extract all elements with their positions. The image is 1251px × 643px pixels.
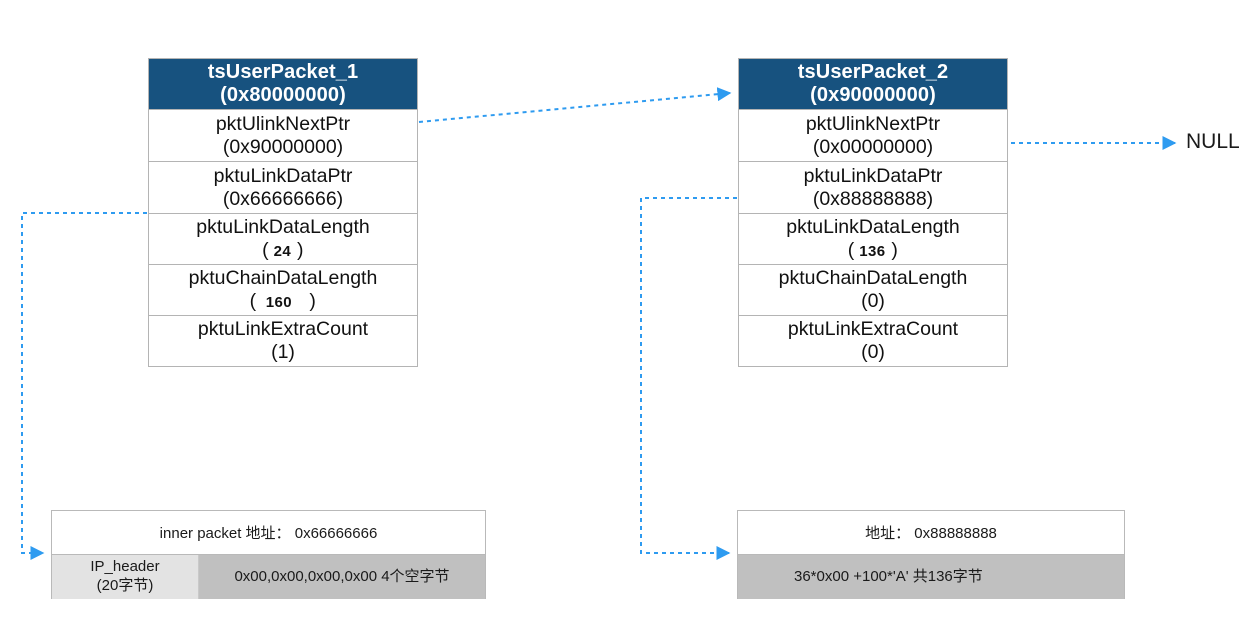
connector-packet2-dataptr-to-buffer2 [640, 197, 737, 560]
buffer-segment-payload: 36*0x00 +100*'A' 共136字节 [738, 555, 1124, 599]
field-name: pktUlinkNextPtr [805, 112, 941, 135]
struct-field-pktuLinkDataPtr: pktuLinkDataPtr (0x66666666) [149, 161, 417, 213]
field-value: (0x66666666) [222, 187, 344, 210]
struct-field-pktuLinkDataLength: pktuLinkDataLength ( 136 ) [739, 213, 1007, 264]
segment-line1: 36*0x00 +100*'A' 共136字节 [794, 567, 983, 585]
field-name: pktuLinkExtraCount [197, 318, 369, 341]
struct-field-pktuLinkExtraCount: pktuLinkExtraCount (0) [739, 315, 1007, 366]
field-name: pktuLinkDataPtr [213, 164, 353, 187]
field-value: (0x00000000) [812, 135, 934, 158]
segment-line2: (20字节) [96, 577, 154, 594]
field-name: pktuChainDataLength [778, 267, 968, 290]
field-name: pktUlinkNextPtr [215, 112, 351, 135]
null-label: NULL [1186, 130, 1240, 153]
struct-name: tsUserPacket_2 [797, 61, 949, 83]
field-name: pktuLinkDataPtr [803, 164, 943, 187]
field-name: pktuLinkDataLength [196, 216, 370, 239]
buffer-title: inner packet 地址： 0x66666666 [52, 511, 485, 554]
field-name: pktuLinkExtraCount [787, 318, 959, 341]
struct-address: (0x90000000) [810, 84, 936, 106]
field-value: (0) [861, 341, 885, 363]
field-value: ( 136 ) [847, 239, 899, 261]
buffer-segment-ip-header: IP_header (20字节) [52, 555, 199, 599]
struct-name: tsUserPacket_1 [207, 61, 359, 83]
struct-header-packet1: tsUserPacket_1 (0x80000000) [149, 59, 417, 109]
segment-line1: 0x00,0x00,0x00,0x00 4个空字节 [234, 567, 450, 585]
field-name: pktuChainDataLength [188, 267, 378, 290]
struct-table-packet2: tsUserPacket_2 (0x90000000) pktUlinkNext… [738, 58, 1008, 367]
field-value: (0x88888888) [812, 187, 934, 210]
memory-buffer-inner-packet: inner packet 地址： 0x66666666 IP_header (2… [51, 510, 486, 599]
struct-field-pktuLinkDataPtr: pktuLinkDataPtr (0x88888888) [739, 161, 1007, 213]
buffer-segment-payload: 0x00,0x00,0x00,0x00 4个空字节 [199, 555, 485, 599]
buffer-body: IP_header (20字节) 0x00,0x00,0x00,0x00 4个空… [52, 554, 485, 599]
connector-packet1-next-to-packet2 [418, 87, 732, 123]
struct-field-pktuLinkDataLength: pktuLinkDataLength ( 24 ) [149, 213, 417, 264]
field-name: pktuLinkDataLength [786, 216, 960, 239]
segment-line1: IP_header [90, 558, 160, 576]
buffer-body: 36*0x00 +100*'A' 共136字节 [738, 554, 1124, 599]
struct-address: (0x80000000) [220, 84, 346, 106]
struct-field-pktuChainDataLength: pktuChainDataLength (0) [739, 264, 1007, 315]
buffer-title: 地址： 0x88888888 [738, 511, 1124, 554]
struct-header-packet2: tsUserPacket_2 (0x90000000) [739, 59, 1007, 109]
connector-packet1-dataptr-to-buffer1 [21, 212, 147, 560]
struct-field-pktuChainDataLength: pktuChainDataLength ( 160 ) [149, 264, 417, 315]
struct-field-pktUlinkNextPtr: pktUlinkNextPtr (0x90000000) [149, 109, 417, 161]
field-value: ( 160 ) [249, 290, 317, 312]
field-value: (1) [271, 341, 295, 363]
struct-field-pktuLinkExtraCount: pktuLinkExtraCount (1) [149, 315, 417, 366]
field-value: (0) [861, 290, 885, 312]
struct-table-packet1: tsUserPacket_1 (0x80000000) pktUlinkNext… [148, 58, 418, 367]
field-value: ( 24 ) [262, 239, 304, 261]
memory-buffer-chain-data: 地址： 0x88888888 36*0x00 +100*'A' 共136字节 [737, 510, 1125, 599]
field-value: (0x90000000) [222, 135, 344, 158]
struct-field-pktUlinkNextPtr: pktUlinkNextPtr (0x00000000) [739, 109, 1007, 161]
